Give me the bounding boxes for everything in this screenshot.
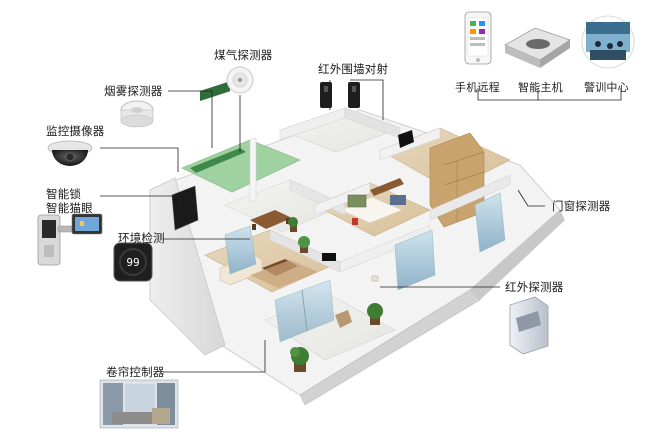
line-curtain [163, 340, 266, 373]
label-camera: 监控摄像器 [46, 124, 105, 138]
gas-detector-icon [226, 66, 254, 94]
kitchen-floor [181, 139, 301, 193]
env-readout: 99 [126, 256, 139, 269]
painting [347, 194, 367, 208]
smoke-detector-icon [120, 100, 154, 128]
label-infrared-fence: 红外围墙对射 [318, 62, 389, 76]
host-icon [504, 27, 571, 68]
phone-icon [464, 11, 492, 65]
potted-plant-1 [290, 347, 309, 372]
potted-plant-4 [288, 217, 298, 232]
tv-on-wall [171, 185, 199, 231]
balcony-chair [335, 310, 352, 328]
painting-2 [390, 195, 406, 205]
wall-6 [379, 127, 441, 161]
tv-living [322, 253, 336, 261]
house-model [149, 81, 565, 406]
rug [250, 260, 318, 288]
curtain-controller-image [99, 379, 179, 429]
line-smoke [168, 90, 213, 148]
label-smart-peephole: 智能猫眼 [46, 201, 93, 215]
label-gas-detector: 煤气探测器 [214, 48, 273, 62]
label-phone-remote: 手机远程 [455, 81, 500, 94]
dining-table [250, 210, 292, 229]
camera-icon [47, 140, 93, 166]
line-lock [100, 195, 181, 208]
sensor-marker [371, 275, 379, 282]
wall-9 [429, 174, 511, 221]
infrared-detector-icon [509, 296, 549, 355]
house-left-wall [149, 177, 226, 356]
label-smoke-detector: 烟雾探测器 [104, 84, 163, 98]
glass-door-living [224, 225, 257, 275]
line-camera [100, 147, 179, 172]
line-topright [477, 88, 622, 101]
label-infrared-detector: 红外探测器 [505, 280, 564, 294]
label-door-window-detector: 门窗探测器 [552, 199, 611, 213]
label-env-monitor: 环境检测 [118, 231, 165, 245]
label-curtain-controller: 卷帘控制器 [106, 365, 165, 379]
kitchen-cabinet [200, 81, 230, 102]
house-right-wall [470, 210, 565, 300]
line-fence-r [350, 79, 384, 120]
infrared-fence-icon [320, 82, 360, 108]
connector-lines [100, 79, 622, 373]
label-smart-host: 智能主机 [518, 81, 563, 94]
label-smart-lock: 智能锁 [46, 187, 82, 201]
kitchen-counter [190, 148, 246, 173]
label-alarm-center: 警训中心 [584, 81, 629, 94]
line-door [517, 189, 545, 207]
glass-window-right [394, 229, 436, 291]
glass-window-corner [474, 192, 506, 253]
wall-5 [314, 182, 371, 216]
potted-plant-2 [367, 303, 383, 325]
potted-plant-3 [298, 236, 310, 253]
env-monitor-icon: 99 [113, 242, 153, 282]
bed-headboard [370, 178, 404, 196]
tv-bedroom [398, 130, 414, 148]
alarm-center-icon [581, 15, 635, 69]
wall-1 [249, 137, 257, 203]
red-lamp [352, 218, 358, 225]
smart-peephole-icon [71, 213, 103, 235]
